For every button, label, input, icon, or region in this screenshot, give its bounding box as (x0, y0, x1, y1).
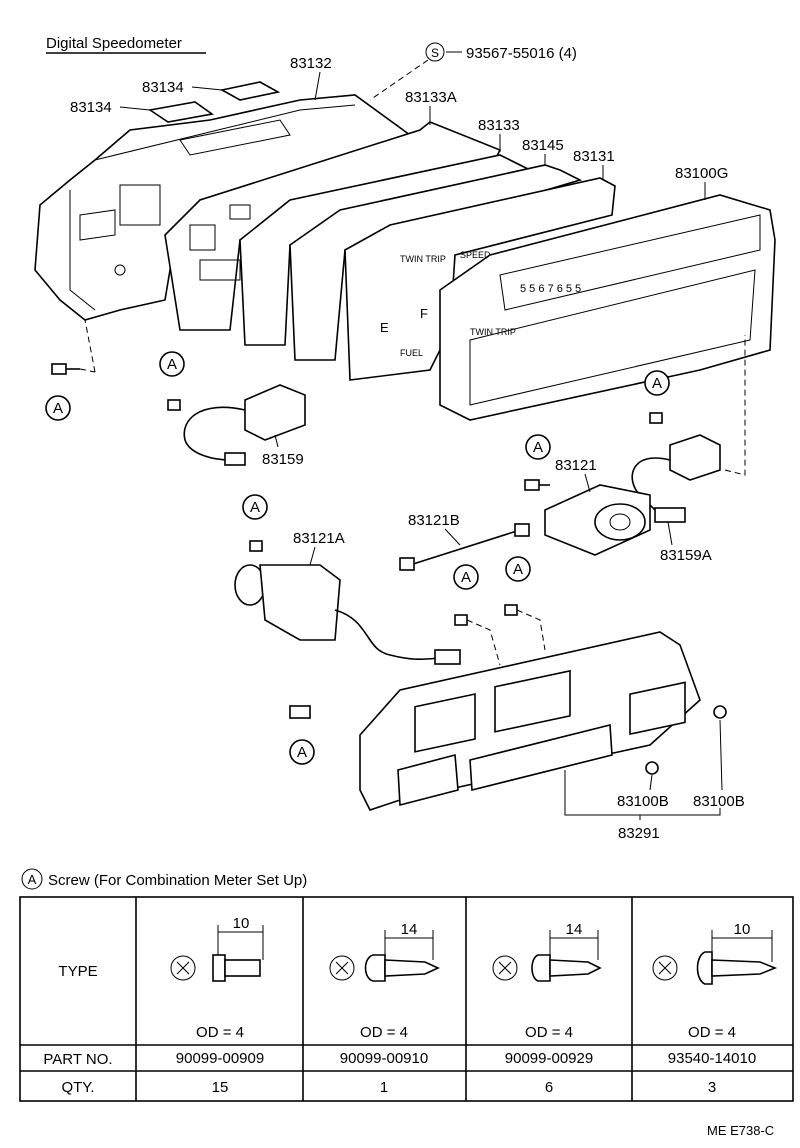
svg-text:S: S (431, 46, 439, 60)
sensor-83121A (234, 564, 461, 665)
motor-83121 (544, 484, 651, 556)
label-83159: 83159 (262, 451, 304, 468)
sensor-83159A (669, 434, 721, 481)
screw-col-3: 14 OD = 4 90099-00929 6 (492, 921, 602, 1096)
panel-speed-label: SPEED (460, 250, 491, 260)
label-83145: 83145 (522, 137, 564, 154)
svg-text:14: 14 (566, 921, 583, 938)
callout-a-right-upper: A (652, 375, 662, 392)
callout-a-mid-1: A (461, 569, 471, 586)
screw-table: TYPE PART NO. QTY. 10 OD = 4 90099-00909… (19, 896, 794, 1102)
label-83291: 83291 (618, 825, 660, 842)
svg-text:10: 10 (233, 915, 250, 932)
panel-f-label: F (420, 306, 428, 321)
part-no-3: 90099-00929 (505, 1050, 593, 1067)
panel-e-label: E (380, 320, 389, 335)
lens-twin-trip-label: TWIN TRIP (470, 327, 516, 337)
svg-text:OD = 4: OD = 4 (196, 1024, 244, 1041)
svg-text:OD = 4: OD = 4 (360, 1024, 408, 1041)
row-label-type: TYPE (58, 963, 97, 980)
lens-83100G: TWIN TRIP 5 5 6 7 6 5 5 (439, 194, 776, 421)
diagram-title: Digital Speedometer (46, 35, 182, 52)
label-83134-upper: 83134 (142, 79, 184, 96)
bulb-83100B-b (645, 761, 659, 775)
svg-text:OD = 4: OD = 4 (525, 1024, 573, 1041)
pad-83134-lower (147, 101, 215, 123)
label-83121: 83121 (555, 457, 597, 474)
row-label-qty: QTY. (61, 1079, 94, 1096)
label-83100G: 83100G (675, 165, 728, 182)
label-83121B: 83121B (408, 512, 460, 529)
screw-col-2: 14 OD = 4 90099-00910 1 (329, 921, 440, 1096)
plate-83131 (344, 177, 616, 381)
label-83133: 83133 (478, 117, 520, 134)
svg-text:5 5 6 7 6 5 5: 5 5 6 7 6 5 5 (520, 283, 581, 295)
qty-2: 1 (380, 1079, 388, 1096)
s-bolt-symbol: S (425, 42, 445, 62)
circuit-board-83291 (359, 631, 701, 811)
panel-trip-label: TWIN TRIP (400, 254, 446, 264)
qty-1: 15 (212, 1079, 229, 1096)
reference-code: ME E738-C (707, 1123, 774, 1138)
svg-text:10: 10 (734, 921, 751, 938)
connector-83159: A (159, 351, 306, 466)
label-83159A: 83159A (660, 547, 712, 564)
cable-83121B (399, 523, 530, 571)
label-83131: 83131 (573, 148, 615, 165)
svg-text:A: A (53, 400, 63, 417)
svg-text:14: 14 (401, 921, 418, 938)
qty-3: 6 (545, 1079, 553, 1096)
qty-4: 3 (708, 1079, 716, 1096)
part-no-4: 93540-14010 (668, 1050, 756, 1067)
bolt-note-text: 93567-55016 (4) (466, 45, 577, 62)
plate-83145 (289, 164, 583, 361)
screw-a-left-top: A (45, 319, 96, 421)
screw-col-1: 10 OD = 4 90099-00909 15 (170, 915, 264, 1096)
label-83100B-left: 83100B (617, 793, 669, 810)
part-no-1: 90099-00909 (176, 1050, 264, 1067)
callout-a-mid-2: A (513, 561, 523, 578)
label-83132: 83132 (290, 55, 332, 72)
callout-a-83121A: A (250, 499, 260, 516)
svg-text:A: A (167, 356, 177, 373)
screw-col-4: 10 OD = 4 93540-14010 3 (652, 921, 778, 1096)
svg-text:Screw (For Combination Meter S: Screw (For Combination Meter Set Up) (48, 872, 307, 889)
svg-text:A: A (28, 872, 37, 887)
row-label-part-no: PART NO. (43, 1051, 112, 1068)
callout-a-left-lower: A (297, 744, 307, 761)
callout-a-83121: A (533, 439, 543, 456)
panel-fuel-label: FUEL (400, 348, 423, 358)
bulb-83100B-a (713, 705, 727, 719)
svg-text:OD = 4: OD = 4 (688, 1024, 736, 1041)
label-83134-lower: 83134 (70, 99, 112, 116)
label-83121A: 83121A (293, 530, 345, 547)
part-no-2: 90099-00910 (340, 1050, 428, 1067)
screw-table-caption: A Screw (For Combination Meter Set Up) (21, 868, 307, 890)
label-83133A: 83133A (405, 89, 457, 106)
label-83100B-right: 83100B (693, 793, 745, 810)
pad-83134-upper (219, 81, 281, 101)
